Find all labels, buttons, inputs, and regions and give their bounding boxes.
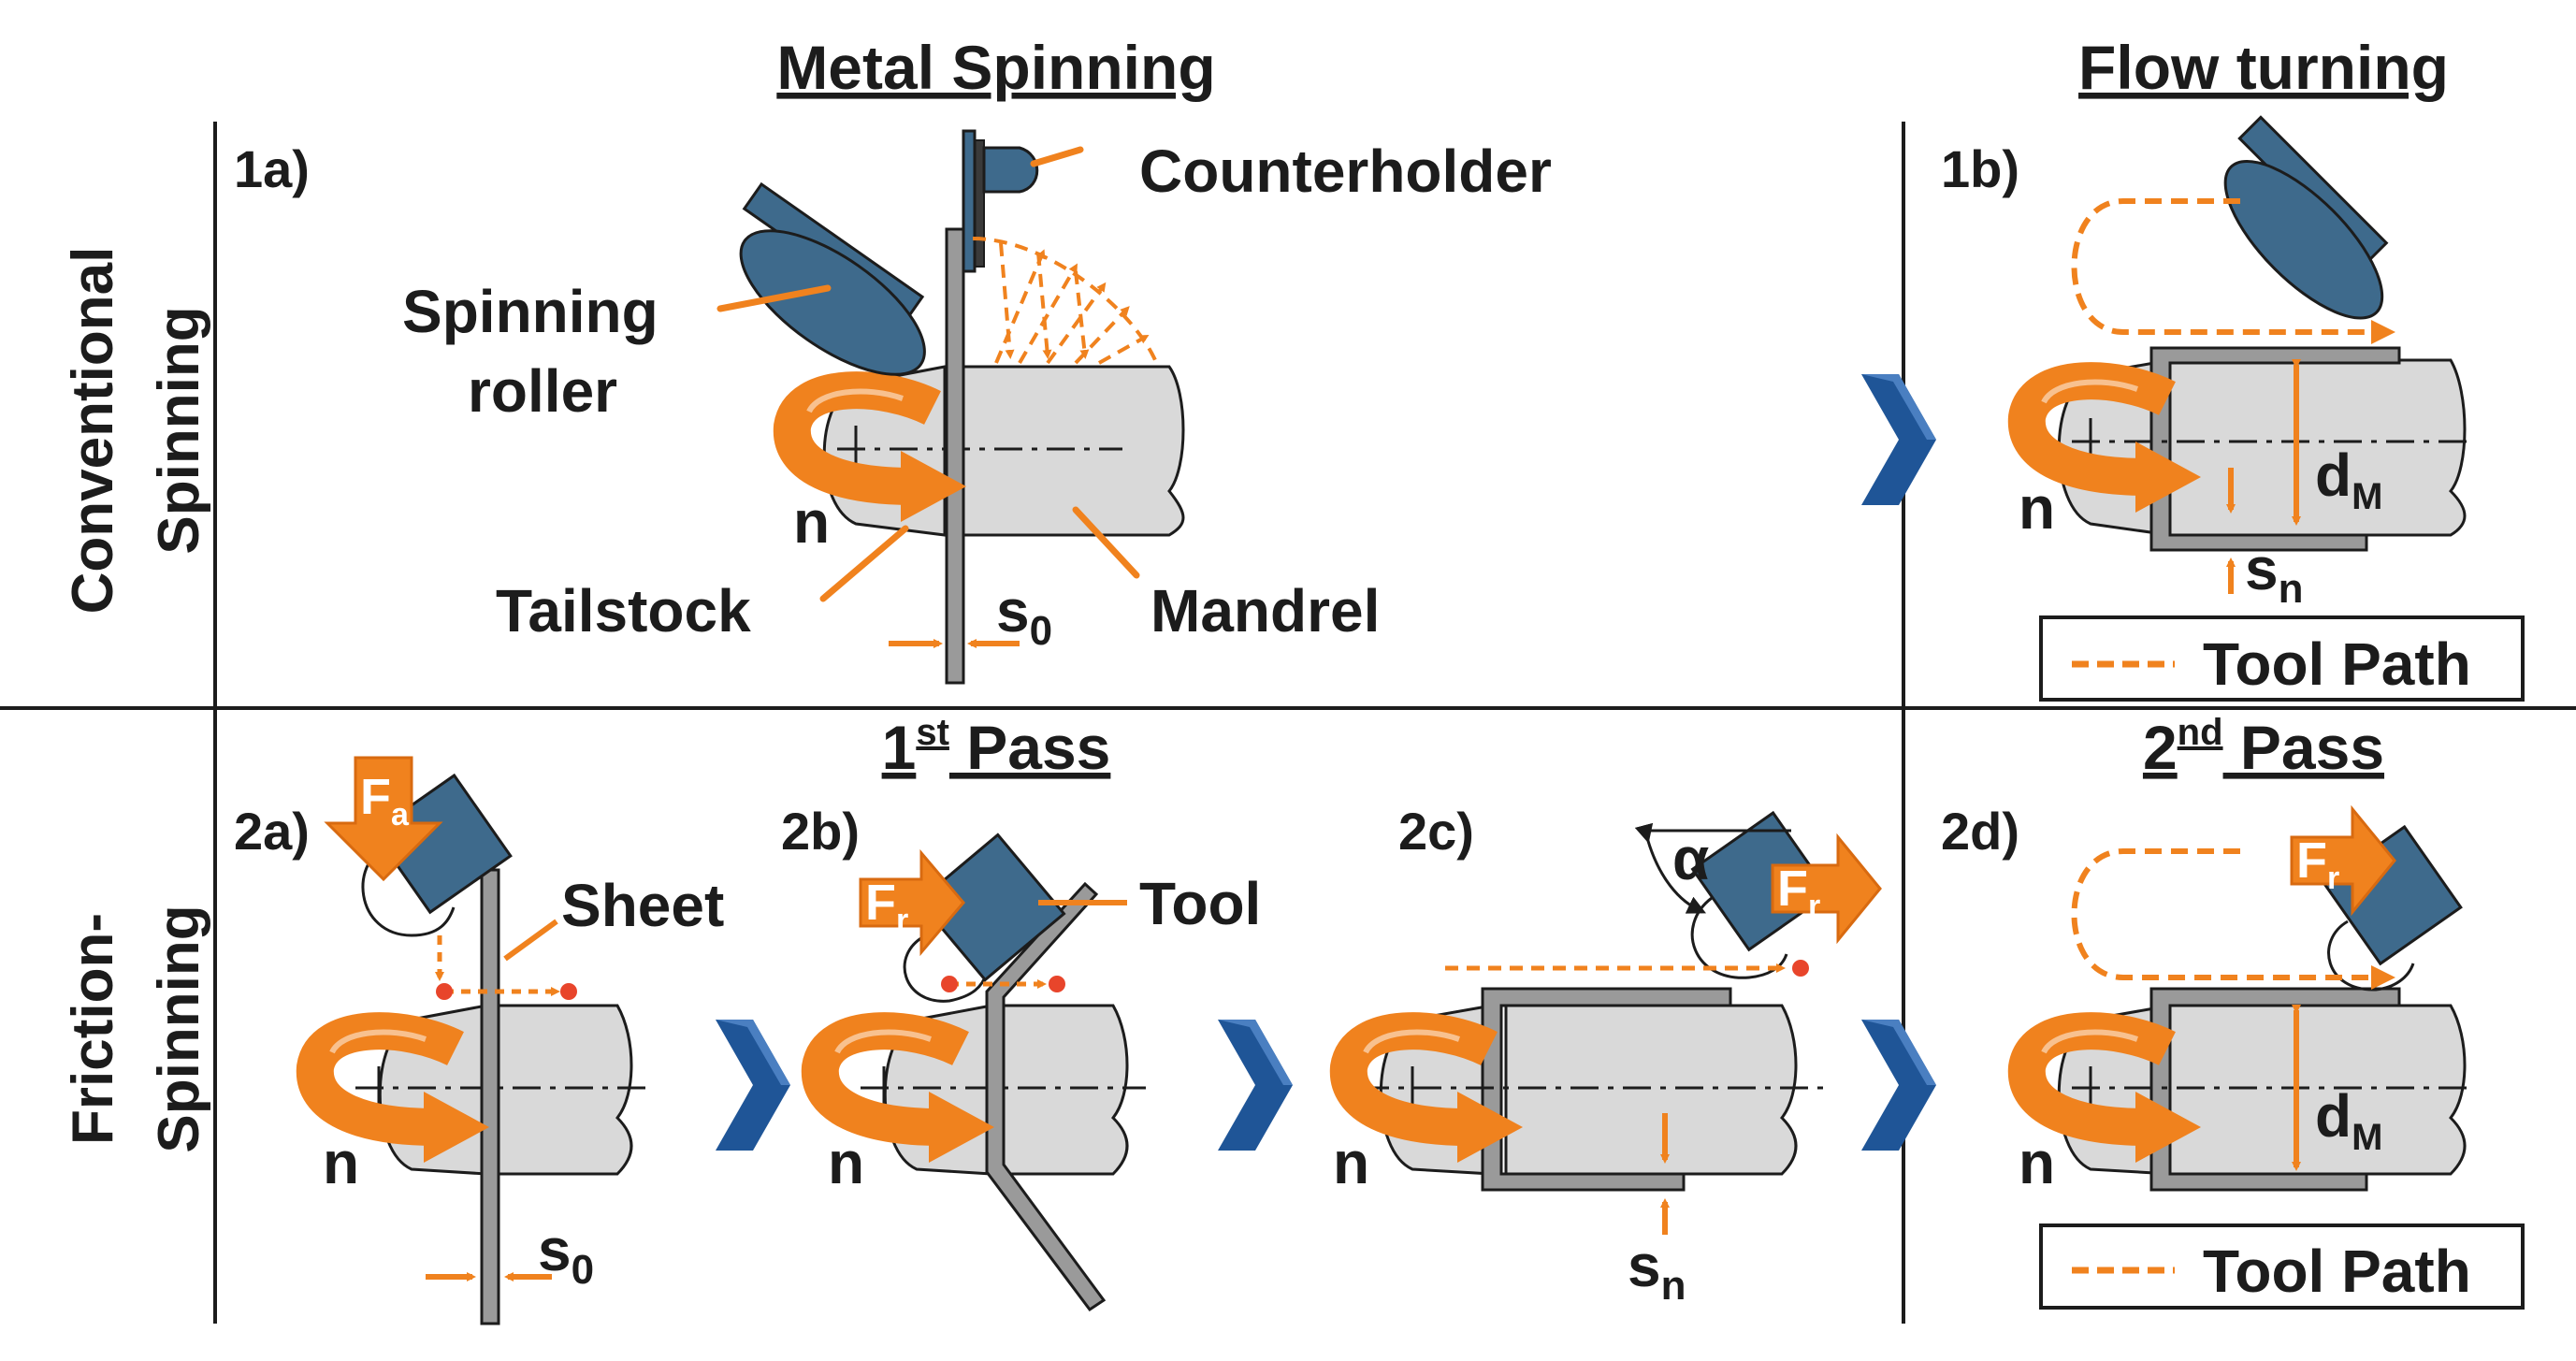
header-first-pass: 1st Pass — [882, 712, 1111, 782]
label-roller: roller — [468, 357, 617, 425]
panel-label-2b: 2b) — [781, 802, 860, 861]
label-spinning: Spinning — [402, 278, 658, 345]
label-n-2b: n — [828, 1129, 864, 1196]
header-metal-spinning: Metal Spinning — [776, 33, 1215, 102]
sheet-2b — [985, 881, 1107, 1312]
label-tool: Tool — [1139, 870, 1261, 937]
legend-label-1b: Tool Path — [2203, 630, 2471, 698]
tool-2b — [917, 833, 1066, 982]
tool-path-2d — [2071, 848, 2395, 990]
label-sn-2c: sn — [1628, 1232, 1686, 1309]
force-fan — [972, 237, 1157, 365]
row-label-friction: Friction- Spinning — [61, 905, 211, 1152]
svg-text:Friction-: Friction- — [61, 913, 125, 1145]
legend-label-2d: Tool Path — [2203, 1238, 2471, 1305]
svg-text:Fr: Fr — [865, 875, 908, 938]
svg-text:Fr: Fr — [1777, 861, 1820, 924]
panel-2b: Fr Tool n — [820, 833, 1261, 1312]
mandrel-shape — [962, 365, 1185, 537]
leader-spinning-roller — [716, 284, 832, 312]
spinning-roller — [739, 181, 926, 376]
panel-2a: Fa Sheet n s0 — [315, 756, 724, 1325]
tool-path-1b — [2071, 198, 2395, 344]
label-counterholder: Counterholder — [1139, 138, 1552, 205]
label-sn-1b: sn — [2245, 535, 2303, 612]
flow-roller — [2223, 115, 2389, 320]
leader-tailstock — [819, 525, 909, 602]
legend-tool-path-1b: Tool Path — [2039, 615, 2525, 702]
formed-cup-1b — [2149, 346, 2401, 552]
header-second-pass: 2nd Pass — [2143, 712, 2384, 782]
label-sheet: Sheet — [561, 872, 724, 939]
counterholder — [962, 129, 1039, 273]
label-mandrel: Mandrel — [1151, 577, 1380, 644]
row-label-conventional: Conventional Spinning — [61, 247, 211, 615]
svg-text:Fa: Fa — [360, 769, 410, 833]
chevron-2b-2c — [1218, 1020, 1293, 1151]
header-flow-turning: Flow turning — [2078, 33, 2449, 102]
legend-tool-path-2d: Tool Path — [2039, 1223, 2525, 1310]
svg-text:Spinning: Spinning — [147, 905, 211, 1152]
label-alpha: α — [1672, 825, 1709, 892]
label-n-1b: n — [2019, 474, 2055, 542]
formed-cup-2c — [1481, 987, 1732, 1192]
label-tailstock: Tailstock — [496, 577, 751, 644]
label-s0-2a: s0 — [538, 1216, 594, 1293]
sheet-2a — [480, 868, 500, 1325]
label-n-2a: n — [323, 1129, 359, 1196]
panel-label-2c: 2c) — [1398, 802, 1474, 861]
force-arrow-fr-2d: Fr — [2290, 804, 2396, 917]
svg-text:Fr: Fr — [2296, 833, 2339, 896]
panel-2d: Fr dM n Tool Path — [2019, 804, 2525, 1310]
formed-cup-2d — [2149, 987, 2401, 1192]
label-dm-2d: dM — [2315, 1082, 2382, 1158]
chevron-2c-2d — [1861, 1020, 1936, 1151]
panel-label-2d: 2d) — [1941, 802, 2019, 861]
sheet-blank — [945, 227, 965, 685]
chevron-2a-2b — [716, 1020, 790, 1151]
label-n-1a: n — [793, 488, 830, 556]
chevron-1a-1b — [1861, 374, 1936, 505]
leader-mandrel — [1072, 506, 1140, 579]
label-n-2d: n — [2019, 1129, 2055, 1196]
panel-label-1a: 1a) — [234, 139, 310, 198]
label-dm-1b: dM — [2315, 442, 2382, 517]
force-arrow-fr-2c: Fr — [1771, 833, 1882, 945]
svg-text:Conventional: Conventional — [61, 247, 125, 615]
tool-2c — [1690, 810, 1831, 952]
svg-text:Spinning: Spinning — [147, 306, 211, 554]
leader-counterholder — [1030, 146, 1084, 167]
force-arrow-fa-2a: Fa — [324, 756, 443, 882]
mandrel-shape-1b — [2168, 358, 2467, 537]
label-n-2c: n — [1333, 1129, 1369, 1196]
panel-1a: Counterholder Spinning roller Tailstock … — [402, 129, 1552, 685]
panel-2c: α Fr sn n — [1333, 810, 1882, 1309]
panel-1b: dM sn n Tool Path — [2019, 115, 2525, 702]
label-s0-1a: s0 — [996, 577, 1052, 654]
panel-label-1b: 1b) — [1941, 139, 2019, 198]
force-arrow-fr-2b: Fr — [859, 848, 965, 957]
panel-label-2a: 2a) — [234, 802, 310, 861]
